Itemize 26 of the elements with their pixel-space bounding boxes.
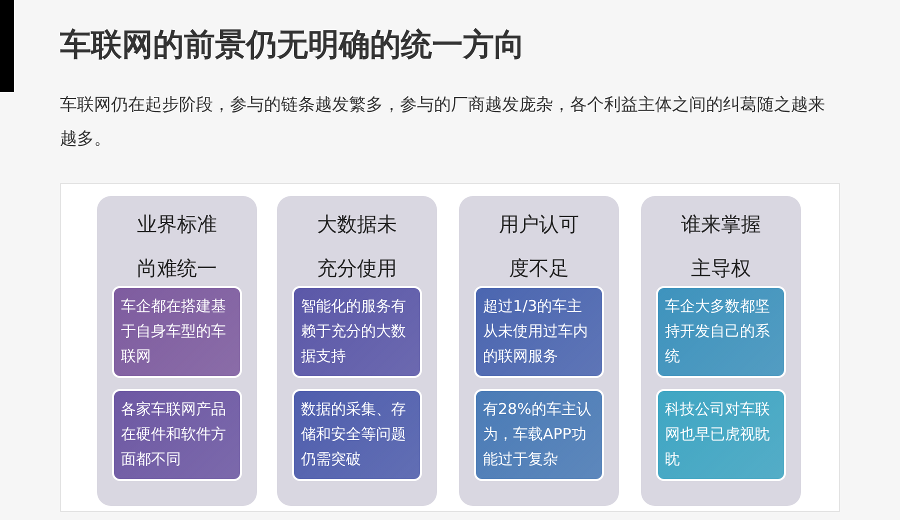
point-text: 有28%的车主认为，车载APP功能过于复杂 [483,399,592,470]
point-box [292,389,422,481]
title: 车联网的前景仍无明确的统一方向 [60,26,525,65]
point-box [474,286,604,378]
panel-heading: 业界标准尚难统一 [136,211,218,282]
intro-paragraph: 车联网仍在起步阶段，参与的链条越发繁多，参与的厂商越发庞杂，各个利益主体之间的纠葛随之越来越多。 [60,94,826,151]
point-text: 车企大多数都坚持开发自己的系统 [665,296,771,367]
point-box [656,389,786,481]
panel-heading: 谁来掌握主导权 [680,211,762,282]
point-box [474,389,604,481]
point-text: 车企都在搭建基于自身车型的车联网 [121,296,227,367]
point-box [112,286,242,378]
point-text: 数据的采集、存储和安全等问题仍需突破 [301,399,407,470]
point-box [292,286,422,378]
point-box [656,286,786,378]
point-text: 科技公司对车联网也早已虎视眈眈 [665,399,771,470]
category-panel [277,196,437,506]
panel-heading: 用户认可度不足 [498,211,580,282]
point-text: 超过1/3的车主从未使用过车内的联网服务 [483,296,589,367]
category-panel [641,196,801,506]
point-box [112,389,242,481]
point-text: 各家车联网产品在硬件和软件方面都不同 [121,399,227,470]
category-panel [97,196,257,506]
point-text: 智能化的服务有赖于充分的大数据支持 [301,296,407,367]
category-panel [459,196,619,506]
panel-heading: 大数据未充分使用 [316,211,398,282]
